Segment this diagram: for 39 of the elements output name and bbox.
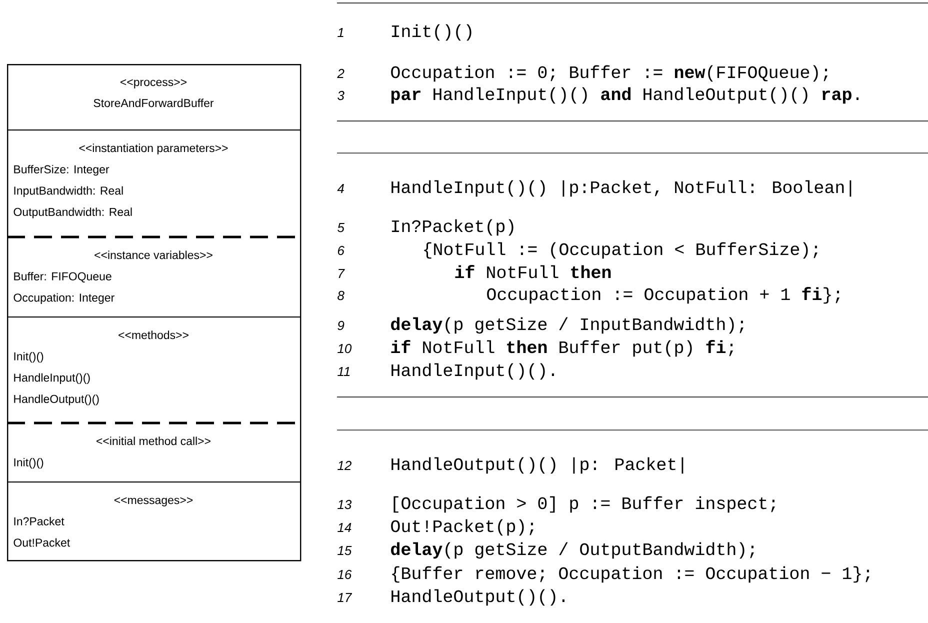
line-number: 4 [337,184,344,193]
line-number: 16 [338,570,352,580]
code-line: delay(p getSize / InputBandwidth); [391,317,744,334]
line-number: 14 [338,523,352,532]
code-line: Occupation := 0; Buffer := new(FIFOQueue); [391,65,828,82]
code-line: Out!Packet(p); [391,519,534,536]
code-line: HandleOutput()(). [392,589,564,606]
class-compartment: <<instantiation parameters>> BufferSize: Integer InputBandwidth: Real OutputBandwidth: Real [14,144,228,218]
line-number: 8 [338,290,344,300]
code-line: if NotFull then [455,265,611,278]
code-line: [Occupation > 0] p := Buffer inspect; [394,496,775,513]
class-compartment: <<initial method call>> Init()() [14,436,210,469]
line-number: 3 [338,90,344,100]
class-compartment: <<instance variables>> Buffer: FIFOQueue Occupation: Integer [14,250,212,304]
line-number: 2 [337,68,344,78]
line-number: 1 [338,28,344,37]
code-line: HandleInput()() |p:Packet, NotFull: Boolean| [392,180,852,197]
code-line: HandleInput()(). [392,363,554,380]
code-line: par HandleInput()() and HandleOutput()() rap. [391,87,859,104]
code-line: Occupaction := Occupation + 1 fi}; [487,287,840,304]
line-number: 9 [338,320,344,330]
line-number: 10 [338,344,352,354]
code-line: {Buffer remove; Occupation := Occupation − 1}; [392,566,870,583]
code-line: In?Packet(p) [392,219,514,236]
class-compartment: <<methods>> Init()() HandleInput()() HandleOutput()() [14,330,188,406]
line-number: 17 [338,593,352,602]
code-line: Init()() [392,24,472,41]
code-line: delay(p getSize / OutputBandwidth); [391,542,754,559]
line-number: 12 [338,460,352,470]
line-number: 13 [338,500,352,510]
code-line: HandleOutput()() |p: Packet| [392,457,684,474]
code-line: if NotFull then Buffer put(p) fi; [391,340,733,357]
line-number: 11 [338,367,350,376]
class-compartment: <<messages>> In?Packet Out!Packet [14,497,193,547]
line-number: 7 [338,269,345,278]
line-number: 6 [338,246,344,256]
line-number: 15 [338,546,352,556]
code-line: {NotFull := (Occupation < BufferSize); [424,242,818,259]
line-number: 5 [338,223,344,232]
